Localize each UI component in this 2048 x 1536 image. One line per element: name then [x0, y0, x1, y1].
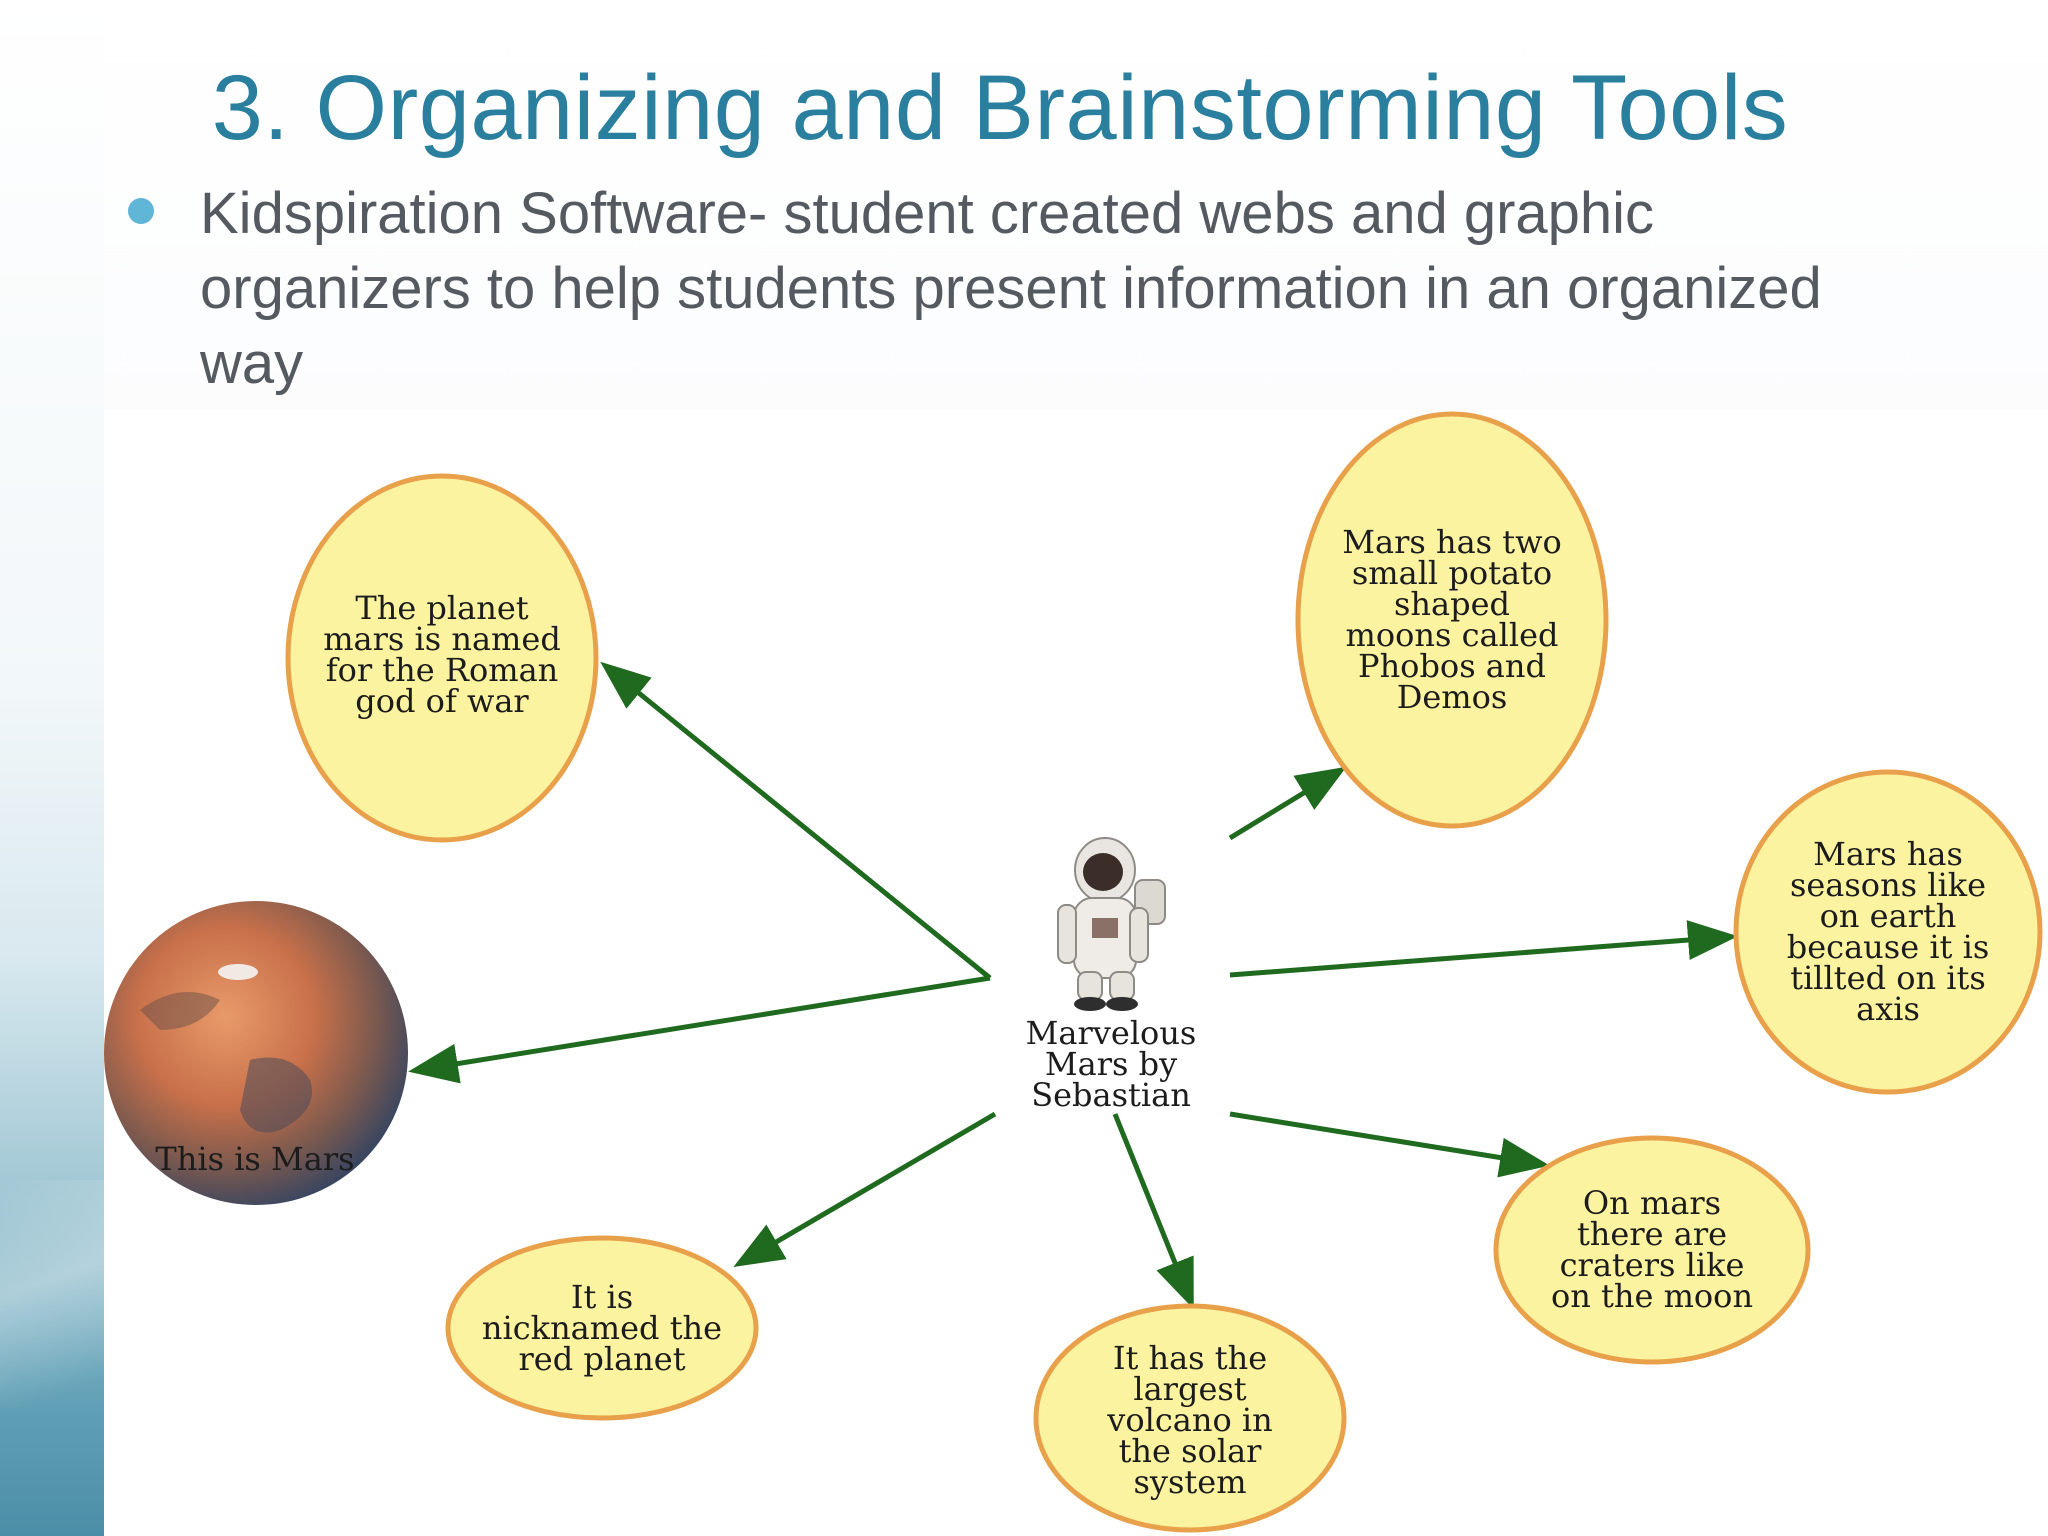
- bubble-roman-god: [285, 473, 599, 843]
- side-accent-bar: [0, 0, 104, 1536]
- bubble-text-roman-god: The planet mars is named for the Roman g…: [323, 589, 561, 720]
- arrow-to-craters: [1229, 1111, 1550, 1178]
- mars-caption: This is Mars: [155, 1140, 355, 1178]
- arrow-to-volcano: [1112, 1113, 1194, 1310]
- bubble-text-volcano: It has the largest volcano in the solar …: [1107, 1338, 1273, 1501]
- bullet-icon: [128, 198, 154, 224]
- bubble-volcano: [1033, 1303, 1347, 1533]
- bubble-text-craters: On mars there are craters like on the mo…: [1550, 1184, 1754, 1315]
- arrow-to-two-moons: [1228, 766, 1347, 841]
- bubble-seasons: [1733, 769, 2043, 1095]
- arrow-to-seasons: [1229, 920, 1738, 978]
- arrow-to-roman-god: [600, 661, 992, 980]
- bubble-text-two-moons: Mars has two small potato shaped moons c…: [1342, 523, 1562, 716]
- arrow-to-red-planet: [733, 1111, 997, 1268]
- bubble-two-moons: [1295, 411, 1609, 829]
- connector-arrows: [408, 661, 1738, 1310]
- bullet-text: Kidspiration Software- student created w…: [200, 181, 1822, 396]
- center-label: Marvelous Mars by Sebastian: [1025, 1014, 1197, 1114]
- astronaut-icon: [1057, 837, 1166, 1011]
- slide-title: 3. Organizing and Brainstorming Tools: [211, 57, 1789, 159]
- mars-planet-image: [104, 901, 408, 1205]
- bubble-red-planet: [445, 1235, 759, 1421]
- bubble-craters: [1493, 1135, 1811, 1365]
- bubble-text-seasons: Mars has seasons like on earth because i…: [1786, 835, 1990, 1028]
- arrow-to-mars: [408, 975, 991, 1084]
- bubble-text-red-planet: It is nicknamed the red planet: [481, 1277, 723, 1378]
